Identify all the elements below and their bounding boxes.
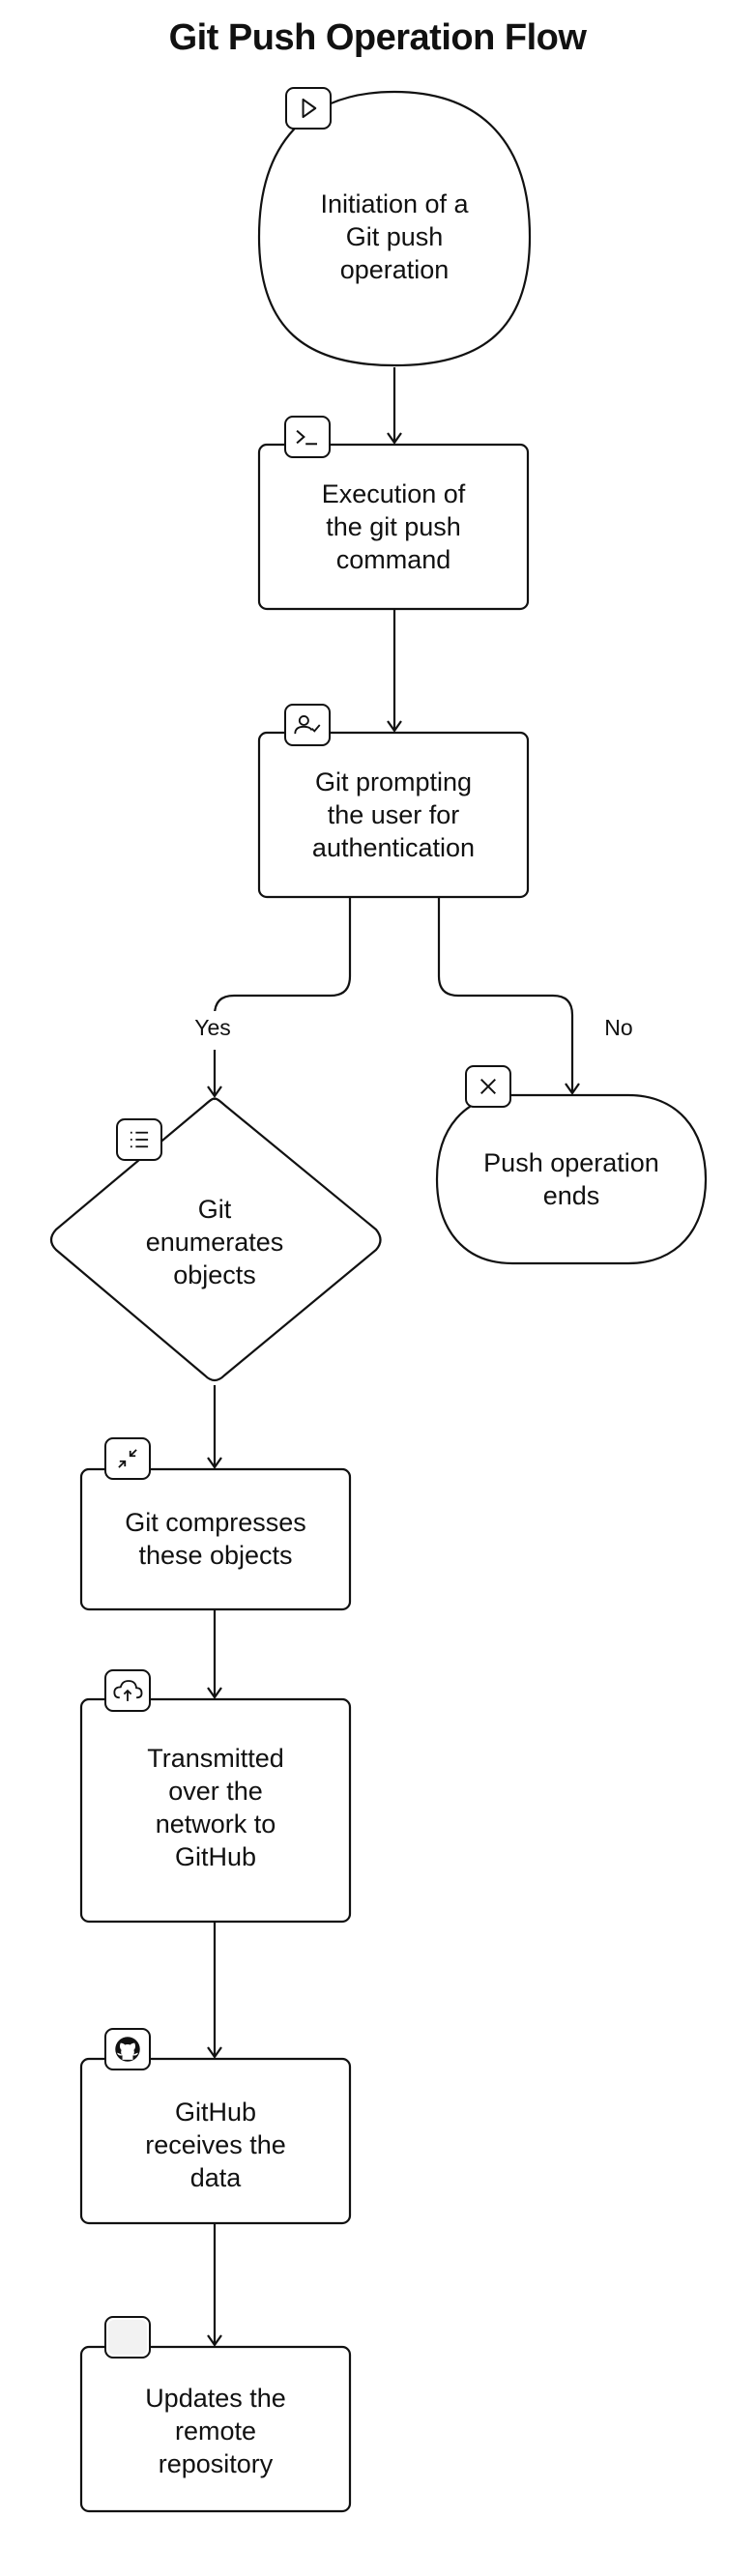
node-receive-line-1: GitHub (174, 2098, 257, 2127)
edge-label-no: No (604, 1015, 633, 1040)
node-start-line-2: Git push (345, 222, 444, 251)
node-update-label: Updates the remote repository (91, 2374, 340, 2488)
user-check-icon (284, 704, 331, 746)
play-icon (285, 87, 332, 130)
node-update-line-2: remote (174, 2417, 257, 2446)
node-enumerate-shape (49, 1097, 382, 1382)
node-transmit-line-4: GitHub (174, 1842, 257, 1871)
blank-icon (104, 2316, 151, 2359)
node-enumerate-line-1: Git (197, 1195, 232, 1224)
node-transmit-line-2: over the (168, 1777, 263, 1806)
node-start-label: Initiation of a Git push operation (269, 174, 520, 300)
node-auth-line-1: Git prompting (314, 767, 473, 796)
node-auth-line-2: the user for (327, 800, 460, 829)
edge-auth-enumerate (207, 897, 352, 1098)
node-enumerate-line-2: enumerates (145, 1228, 284, 1257)
node-compress-label: Git compresses these objects (91, 1500, 340, 1577)
list-icon (116, 1118, 162, 1161)
node-start-shape (257, 90, 532, 367)
node-receive-label: GitHub receives the data (91, 2088, 340, 2202)
node-execute-label: Execution of the git push command (269, 470, 518, 584)
github-icon (104, 2028, 151, 2070)
node-auth-line-3: authentication (311, 833, 476, 862)
node-receive-line-2: receives the (145, 2130, 286, 2159)
node-auth-label: Git prompting the user for authentication (269, 758, 518, 872)
node-update-line-3: repository (158, 2449, 274, 2478)
minimize-icon (104, 1437, 151, 1480)
node-transmit-line-3: network to (155, 1809, 276, 1838)
node-transmit-line-1: Transmitted (147, 1744, 284, 1773)
node-end-shape (435, 1093, 708, 1265)
cloud-upload-icon (104, 1669, 151, 1712)
node-update-line-1: Updates the (145, 2384, 286, 2413)
node-receive-line-3: data (189, 2163, 242, 2192)
node-execute-line-3: command (335, 545, 451, 574)
node-execute-line-2: the git push (326, 512, 461, 541)
close-icon (465, 1065, 511, 1108)
node-start-line-3: operation (339, 255, 450, 284)
terminal-icon (284, 416, 331, 458)
node-end-label: Push operation ends (447, 1141, 696, 1218)
node-end-line-1: Push operation (483, 1148, 659, 1177)
node-compress-line-1: Git compresses (125, 1508, 306, 1537)
node-execute-line-1: Execution of (321, 479, 466, 508)
diagram-title: Git Push Operation Flow (168, 17, 587, 58)
node-auth-shape (257, 731, 530, 899)
node-enumerate-line-3: objects (173, 1260, 256, 1289)
node-enumerate-label: Git enumerates objects (108, 1189, 321, 1295)
edge-auth-end (437, 897, 580, 1095)
edge-label-yes: Yes (194, 1015, 231, 1040)
node-end-line-2: ends (542, 1181, 600, 1210)
node-compress-line-2: these objects (138, 1541, 293, 1570)
node-update-shape (79, 2345, 352, 2513)
node-transmit-label: Transmitted over the network to GitHub (91, 1730, 340, 1885)
node-start-line-1: Initiation of a (320, 189, 469, 218)
